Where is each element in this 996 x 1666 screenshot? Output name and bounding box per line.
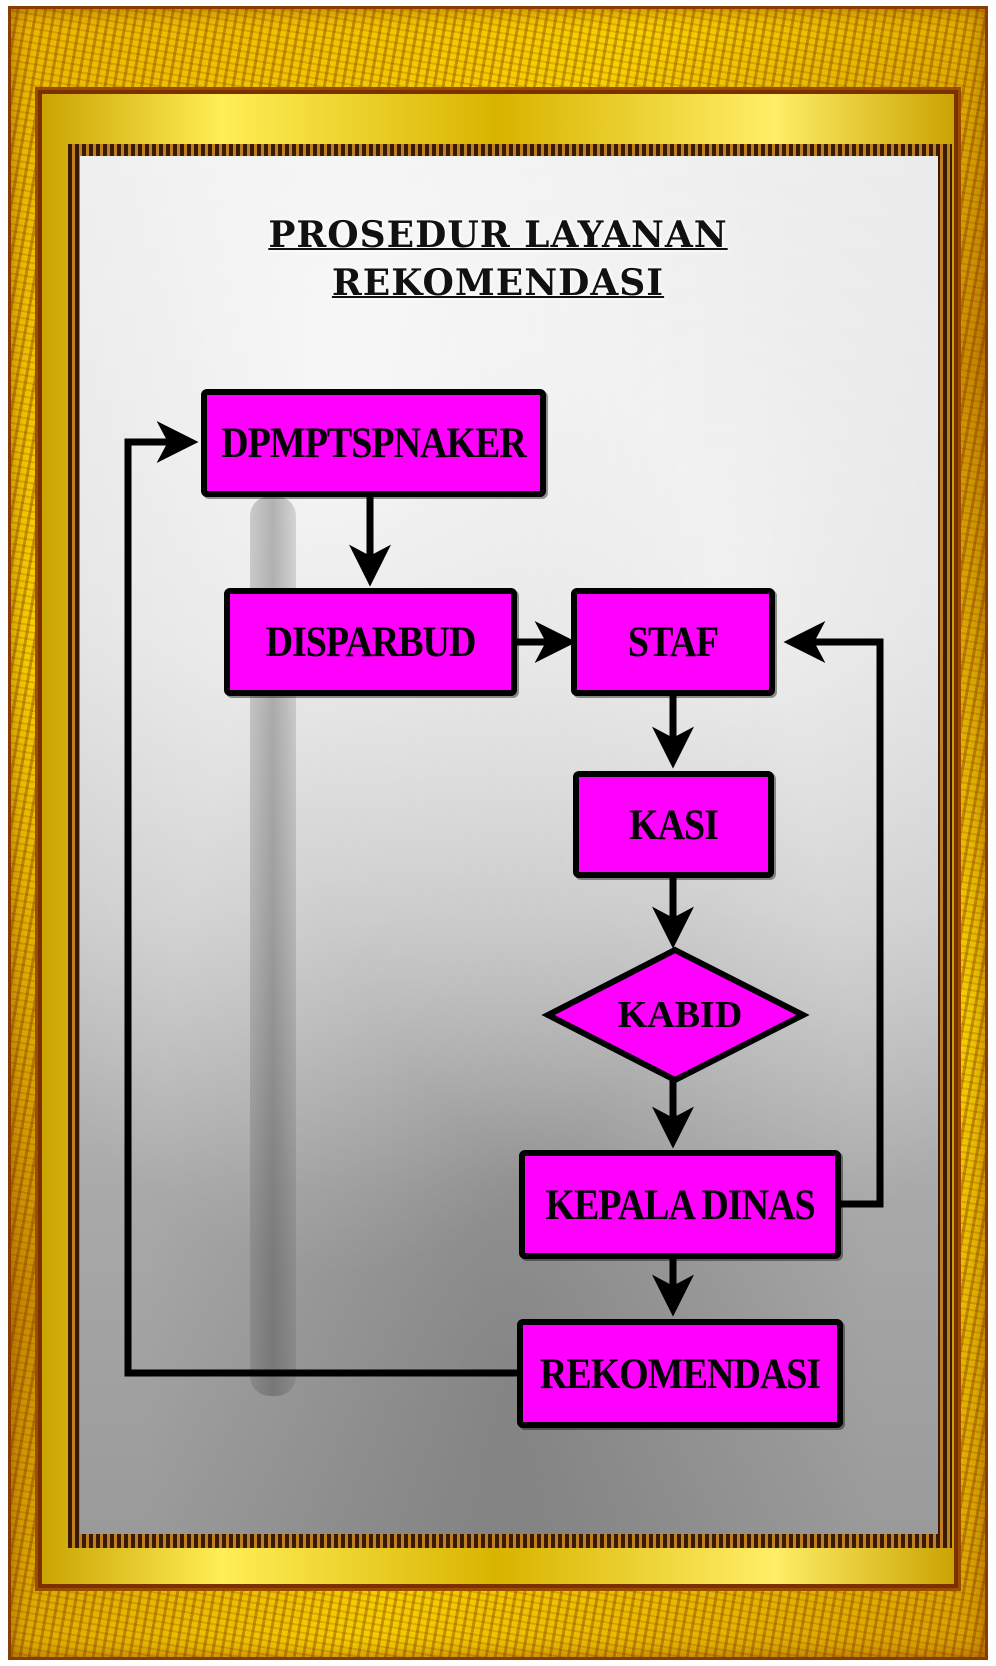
background-landscape — [80, 156, 938, 1534]
node-dpmptspnaker-label: DPMPTSPNAKER — [221, 418, 527, 468]
node-rekomendasi-label: REKOMENDASI — [539, 1349, 821, 1398]
sky-haze — [80, 156, 938, 1534]
title-line-2: REKOMENDASI — [331, 262, 665, 304]
kabid-diamond — [541, 946, 810, 1084]
node-kepala-dinas-label: KEPALA DINAS — [545, 1180, 815, 1229]
arrow-kepala-dinas-to-staf — [783, 621, 884, 1208]
node-rekomendasi: REKOMENDASI — [517, 1319, 843, 1428]
node-disparbud-label: DISPARBUD — [265, 617, 477, 667]
node-disparbud: DISPARBUD — [224, 588, 517, 696]
node-dpmptspnaker: DPMPTSPNAKER — [201, 389, 546, 497]
title-line-1: PROSEDUR LAYANAN — [268, 214, 728, 256]
node-staf-label: STAF — [627, 617, 719, 667]
node-kabid-label: KABID — [617, 994, 743, 1036]
node-kasi: KASI — [573, 771, 774, 878]
node-kasi-label: KASI — [629, 800, 719, 849]
node-kepala-dinas: KEPALA DINAS — [519, 1150, 841, 1259]
node-staf: STAF — [571, 588, 775, 696]
arrow-rekomendasi-to-dpmptspnaker — [124, 421, 520, 1377]
